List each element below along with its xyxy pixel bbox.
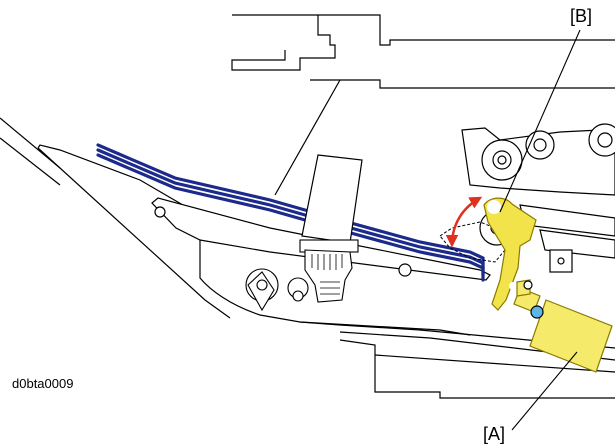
lever-pivot-hub-icon bbox=[491, 204, 497, 210]
callout-a-label: [A] bbox=[483, 424, 505, 444]
callout-b-label: [B] bbox=[570, 6, 592, 26]
pickup-lever-body bbox=[483, 197, 537, 311]
large-gear-icon bbox=[304, 249, 353, 303]
upper-guide-line bbox=[310, 79, 615, 89]
lever-link-pin-icon bbox=[509, 282, 517, 290]
paper-sheet bbox=[96, 148, 485, 277]
left-rail-lower bbox=[0, 137, 61, 186]
lift-gear-assembly bbox=[245, 239, 359, 312]
lower-guide-line bbox=[374, 354, 615, 373]
callout-a-leader bbox=[511, 351, 578, 431]
callout-b-leader bbox=[499, 29, 581, 213]
motion-arrow-icon bbox=[445, 196, 483, 248]
guide-bracket-bolt-icon bbox=[557, 257, 565, 265]
lower-guide-step bbox=[339, 339, 615, 399]
paper-sheet bbox=[96, 153, 485, 282]
roller-hub-3-icon bbox=[597, 132, 613, 148]
solenoid-pin-icon bbox=[523, 280, 533, 290]
paper-stack bbox=[96, 143, 485, 282]
lift-cam-hub-icon bbox=[256, 279, 268, 291]
solenoid-sensor-cap-icon bbox=[530, 305, 544, 319]
diagonal-guide-line bbox=[274, 79, 341, 196]
plate-pivot-right-icon bbox=[398, 263, 412, 277]
lift-cam-lobe-icon bbox=[247, 271, 275, 312]
roller-axle-icon bbox=[497, 155, 507, 165]
plate-pivot-left-icon bbox=[154, 206, 166, 218]
top-bracket-outline bbox=[231, 15, 336, 71]
paper-sheet bbox=[96, 143, 485, 272]
tray-base-outline bbox=[37, 144, 471, 336]
lower-guide-outer bbox=[299, 321, 615, 349]
upper-roller-assembly bbox=[461, 123, 615, 273]
pickup-lever-b bbox=[483, 197, 537, 311]
solenoid-a bbox=[513, 279, 613, 373]
tray-bottom-edge bbox=[37, 147, 231, 319]
figure-id-label: d0bta0009 bbox=[12, 376, 73, 391]
idler-gear-hub-icon bbox=[292, 290, 304, 302]
top-frame-outline bbox=[232, 14, 615, 46]
gear-teeth-icon bbox=[311, 254, 343, 295]
callout-leaders bbox=[499, 29, 581, 431]
roller-hub-2-icon bbox=[533, 138, 547, 152]
solenoid-body bbox=[529, 299, 613, 373]
